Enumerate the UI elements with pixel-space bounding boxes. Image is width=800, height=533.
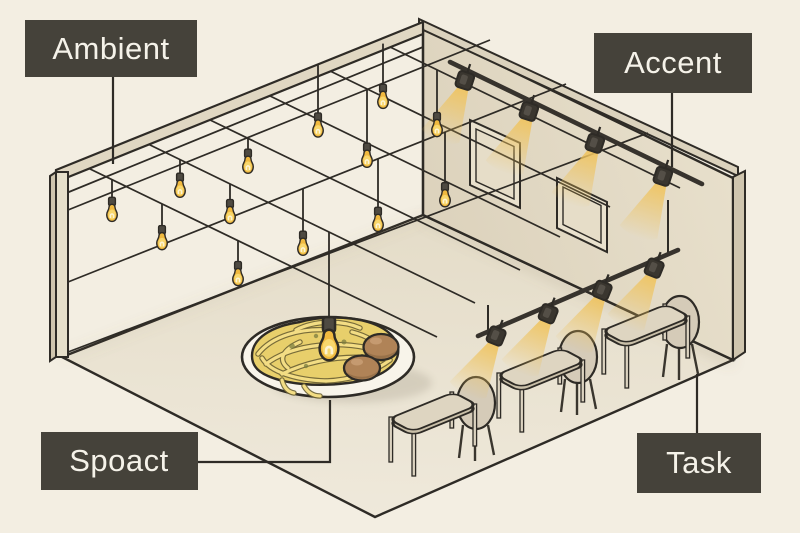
left-pillar — [49, 170, 69, 363]
meatball — [362, 332, 400, 362]
label-ambient: Ambient — [52, 31, 169, 66]
pendant-bulb — [430, 111, 444, 138]
track-rail — [447, 59, 705, 187]
pendant-bulb — [438, 182, 452, 208]
pendant-bulb — [241, 148, 255, 175]
callout-labels: Ambient Accent Spoact Task — [25, 20, 761, 493]
wire — [207, 118, 521, 271]
pillar-face — [55, 171, 69, 358]
label-task: Task — [666, 445, 732, 480]
wire — [67, 132, 649, 353]
label-box-accent — [594, 33, 752, 93]
pendant-bulb — [231, 260, 245, 287]
wire — [147, 143, 476, 304]
wall-side-edge — [732, 169, 746, 362]
spot-bulb — [318, 316, 340, 362]
pendant-bulbs — [105, 43, 452, 287]
label-spot: Spoact — [69, 443, 169, 478]
beam-under-edge — [63, 46, 424, 195]
task-track — [446, 200, 681, 404]
label-box-spot — [41, 432, 198, 490]
pointer-line-spot — [198, 400, 332, 464]
wire — [87, 167, 438, 338]
track-rail — [475, 247, 681, 339]
pendant-bulb — [376, 83, 390, 110]
wire — [67, 39, 491, 211]
pendant-bulb — [296, 230, 310, 257]
wire — [67, 83, 567, 283]
label-box-ambient — [25, 20, 197, 77]
pendant-bulb — [311, 112, 325, 138]
meatball — [342, 354, 382, 382]
plate-of-spaghetti — [240, 232, 432, 403]
label-accent: Accent — [624, 45, 722, 80]
accent-track — [418, 54, 705, 245]
pendant-bulb — [105, 196, 119, 223]
label-box-task — [637, 433, 761, 493]
pendant-bulb — [360, 142, 374, 169]
pendant-bulb — [223, 198, 237, 225]
pendant-bulb — [173, 172, 187, 199]
pendant-bulb — [155, 224, 169, 251]
pendant-bulb — [371, 206, 385, 233]
